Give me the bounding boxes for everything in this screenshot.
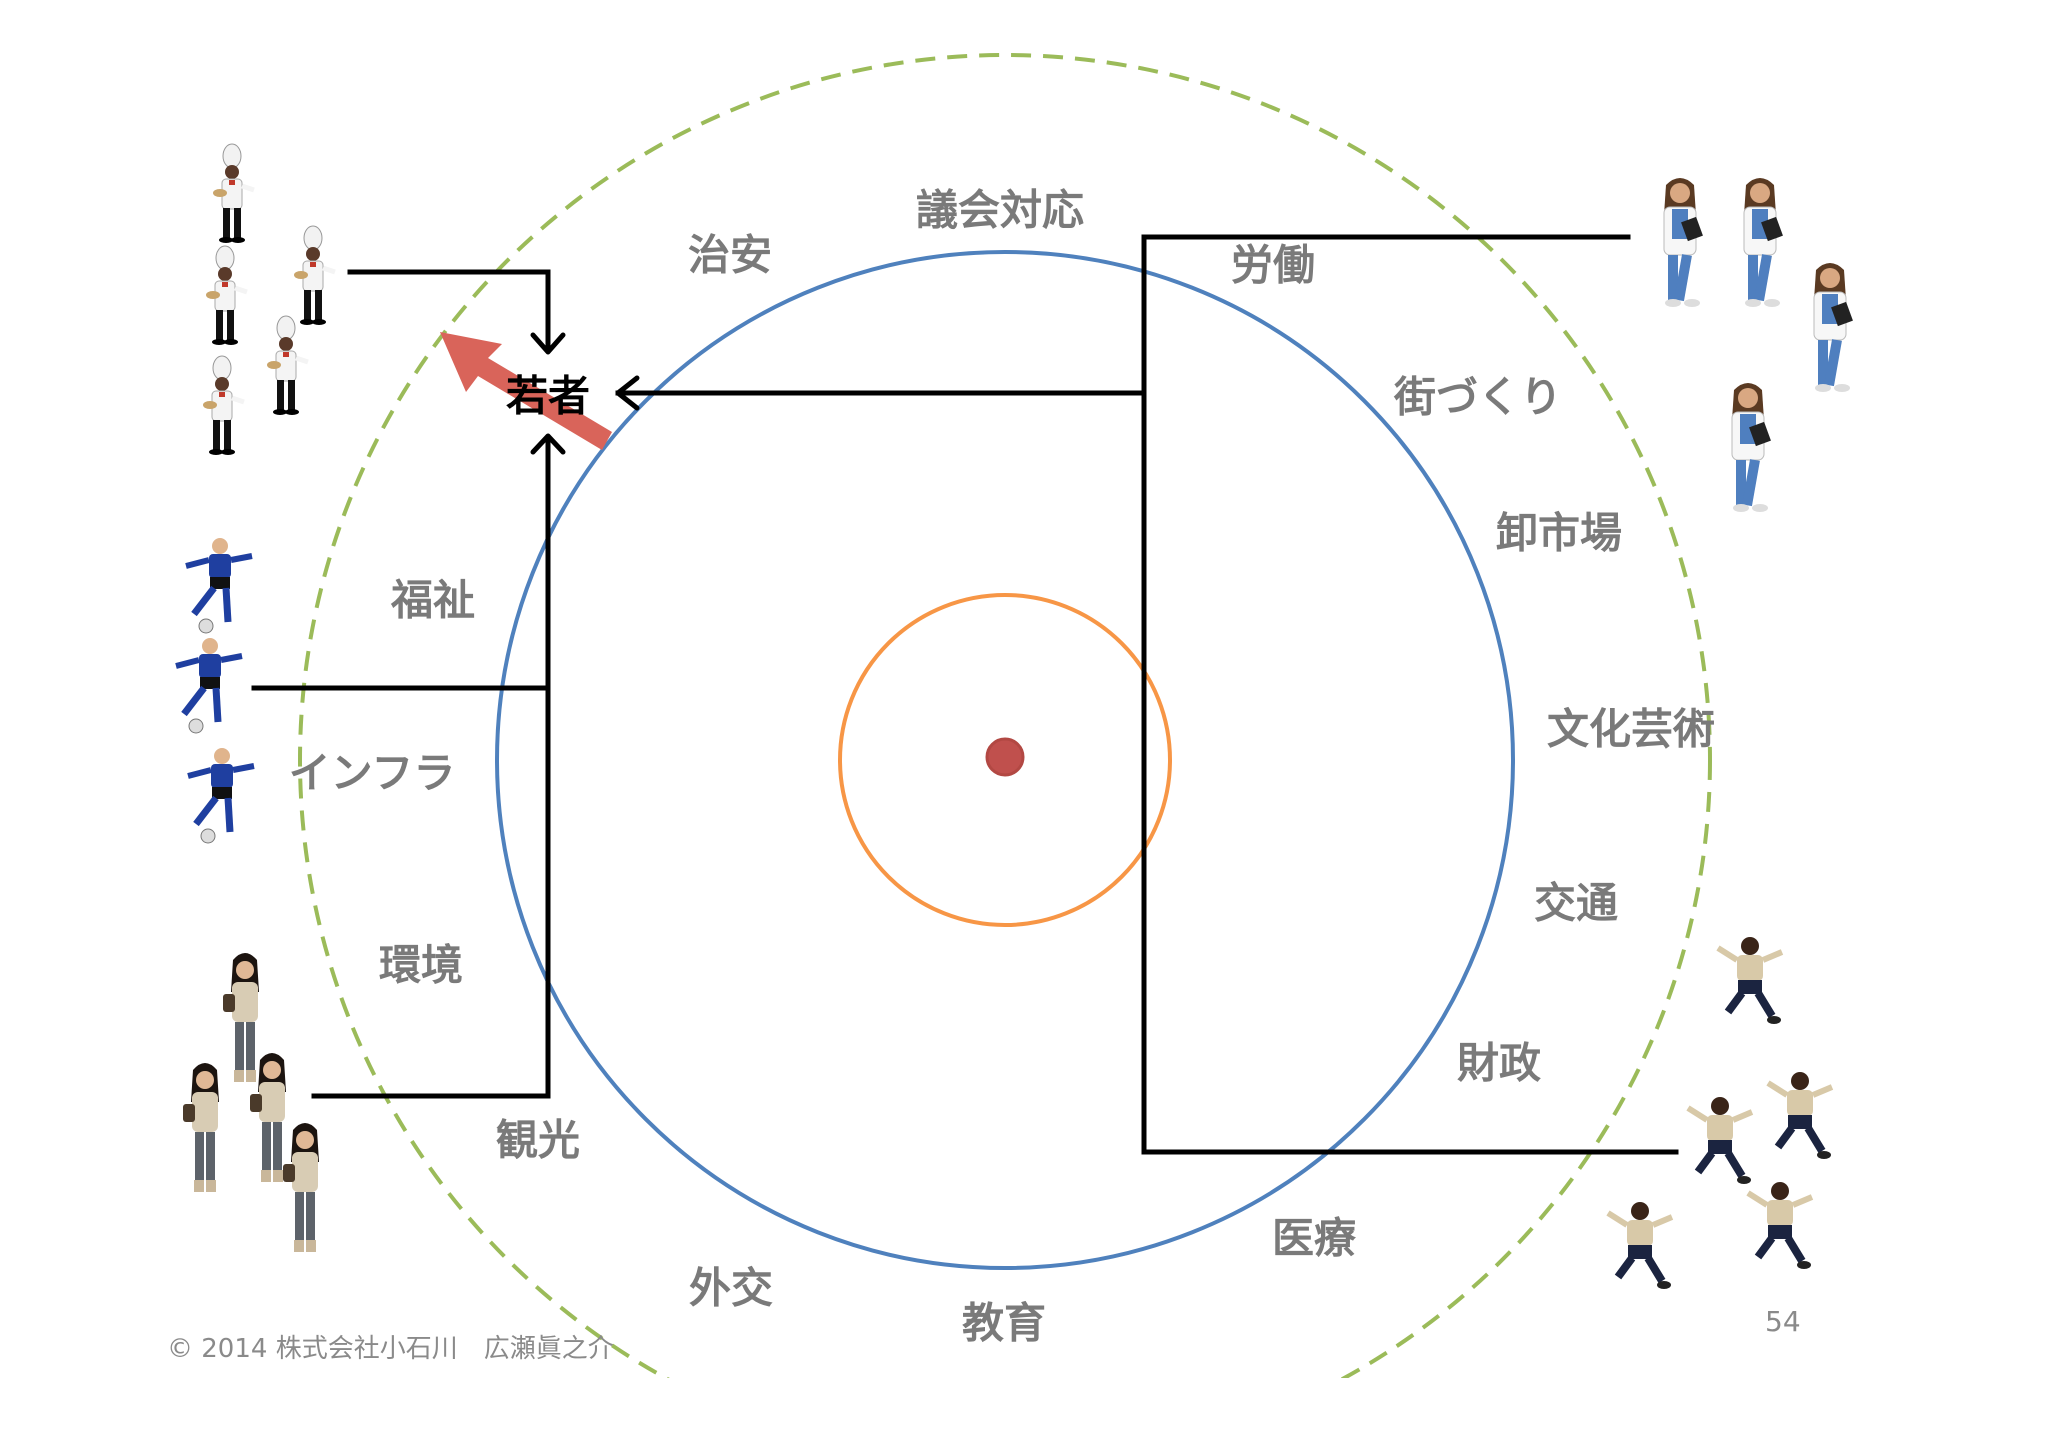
woman-figures [183,953,319,1252]
doctor-figures [1663,177,1854,513]
label-giin: 議会対応 [915,185,1085,235]
chef-connector [347,269,551,351]
soccer-figures [176,538,254,843]
label-zaisei: 財政 [1456,1038,1542,1088]
center-label-wakamono: 若者 [505,371,591,421]
label-kankyou: 環境 [378,940,464,990]
man-figures [1608,937,1832,1289]
middle-circle [495,250,1515,1270]
label-infura: インフラ [288,748,456,798]
arrow-head-left [615,375,640,411]
label-bunka: 文化芸術 [1546,704,1716,754]
label-kankou: 観光 [495,1115,581,1165]
label-chian: 治安 [687,230,773,280]
connector-lines [251,234,1679,1155]
right-bracket [1141,234,1679,1155]
label-machi: 街づくり [1393,372,1563,422]
center-dot [985,737,1025,777]
label-fukushi: 福祉 [390,575,476,625]
inner-circle [838,593,1172,927]
label-koutsuu: 交通 [1533,878,1619,928]
footer-copyright: © 2014 株式会社小石川 広瀬眞之介 [167,1334,614,1364]
chef-figures [203,144,335,455]
outer-dashed-circle [298,53,1712,1378]
label-gaikou: 外交 [688,1263,774,1313]
label-oroshi: 卸市場 [1495,508,1623,558]
red-double-arrow [440,332,612,450]
woman-connector [311,437,551,1099]
label-kyouiku: 教育 [961,1298,1047,1348]
label-roudou: 労働 [1230,240,1316,290]
arrow-heads [530,332,640,455]
label-iryou: 医療 [1271,1213,1357,1263]
arrow-head-down [530,332,566,355]
page-number: 54 [1765,1305,1801,1338]
arrow-head-up [530,433,566,455]
